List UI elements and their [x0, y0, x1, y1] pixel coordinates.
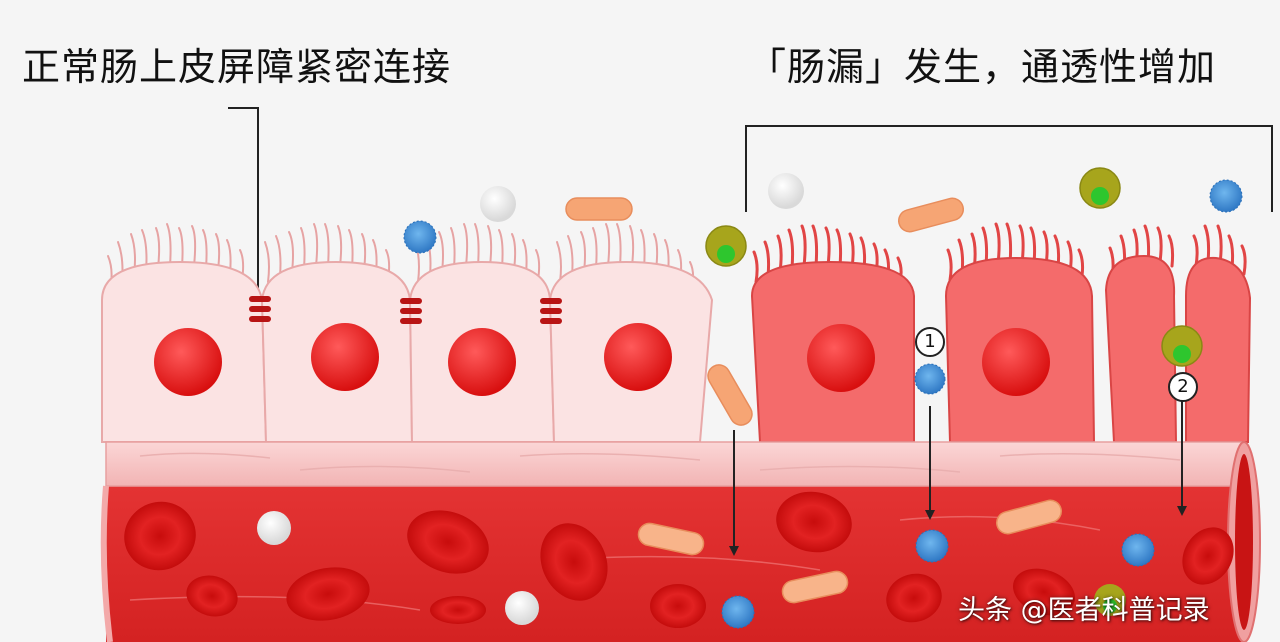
blue-microbe-icon: [403, 220, 437, 254]
bacteria-rod-icon: [707, 364, 753, 426]
red-blood-cell-icon: [124, 501, 196, 571]
watermark: 头条 @医者科普记录: [958, 595, 1210, 626]
olive-particle-icon: [1094, 584, 1126, 616]
white-particle-icon: [768, 173, 804, 209]
olive-particles: [705, 167, 1203, 616]
blue-microbe-icon: [1121, 533, 1155, 567]
blue-microbe-icon: [914, 363, 946, 395]
blue-microbe-icon: [721, 595, 755, 629]
normal-barrier-title: 正常肠上皮屏障紧密连接: [22, 45, 452, 89]
nucleus: [448, 328, 516, 396]
blue-microbe-icon: [915, 529, 949, 563]
bacteria-rod-icon: [781, 570, 849, 604]
white-particle-icon: [505, 591, 539, 625]
nucleus: [154, 328, 222, 396]
white-particle-icon: [480, 186, 516, 222]
olive-particle-icon: [1161, 325, 1203, 367]
tight-junction-icon: [400, 298, 422, 324]
red-blood-cells: [124, 491, 1234, 628]
red-blood-cell-icon: [540, 523, 608, 601]
nucleus: [807, 324, 875, 392]
bacteria-rod-icon: [995, 499, 1063, 535]
nucleus: [311, 323, 379, 391]
olive-particle-icon: [705, 225, 747, 267]
red-blood-cell-icon: [1182, 527, 1234, 585]
tight-junction-icon: [249, 296, 271, 322]
leaky-cell: [1185, 256, 1252, 443]
olive-particle-icon: [1079, 167, 1121, 209]
bacteria: [565, 197, 1063, 604]
red-blood-cell-icon: [407, 510, 489, 574]
white-particles: [257, 173, 804, 625]
bacteria-rod-icon: [897, 197, 965, 233]
bacteria-rod-icon: [565, 197, 633, 221]
nucleus: [982, 328, 1050, 396]
tight-junction-icon: [540, 298, 562, 324]
vessel-wall: [105, 441, 1245, 487]
route-marker-1: 1: [915, 327, 945, 357]
junction-pointer-line: [228, 107, 259, 296]
leaky-cell: [1104, 254, 1178, 443]
leaky-epithelium: [750, 222, 1252, 443]
red-blood-cell-icon: [186, 575, 238, 617]
transport-arrows: [729, 400, 1187, 556]
white-particle-icon: [257, 511, 291, 545]
blue-microbe-icon: [1209, 179, 1243, 213]
leaky-region-bracket: [745, 125, 1273, 212]
red-blood-cell-icon: [650, 584, 706, 628]
normal-epithelium: [101, 223, 714, 443]
red-blood-cell-icon: [430, 596, 486, 624]
red-blood-cell-icon: [1013, 568, 1075, 616]
nucleus: [604, 323, 672, 391]
red-blood-cell-icon: [776, 491, 852, 553]
blue-microbes: [403, 179, 1243, 629]
route-marker-2: 2: [1168, 372, 1198, 402]
leaky-gut-title: 「肠漏」发生，通透性增加: [748, 45, 1217, 89]
red-blood-cell-icon: [286, 567, 370, 621]
bacteria-rod-icon: [637, 522, 705, 556]
red-blood-cell-icon: [886, 573, 942, 623]
